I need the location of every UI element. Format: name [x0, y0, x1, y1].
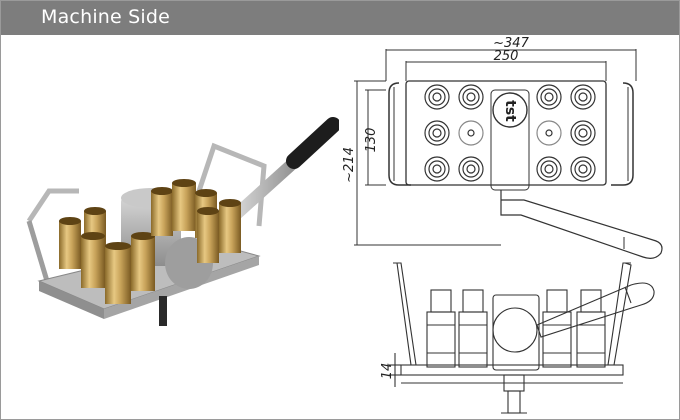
top-view-drawing	[354, 49, 663, 259]
front-view-drawing	[389, 262, 655, 414]
section-title: Machine Side	[41, 6, 171, 28]
dimension-overall-height: ~214	[342, 147, 357, 183]
technical-drawing: ~347 250 130 ~214 tst	[342, 36, 663, 414]
dimension-plate-thickness: 14	[380, 363, 395, 380]
section-header: Machine Side	[1, 1, 679, 35]
brand-logo: tst	[502, 100, 518, 122]
product-photo	[26, 117, 339, 326]
dimension-inner-height: 130	[364, 128, 379, 153]
dimension-overall-width: ~347	[493, 36, 529, 51]
dimension-inner-width: 250	[494, 49, 519, 64]
